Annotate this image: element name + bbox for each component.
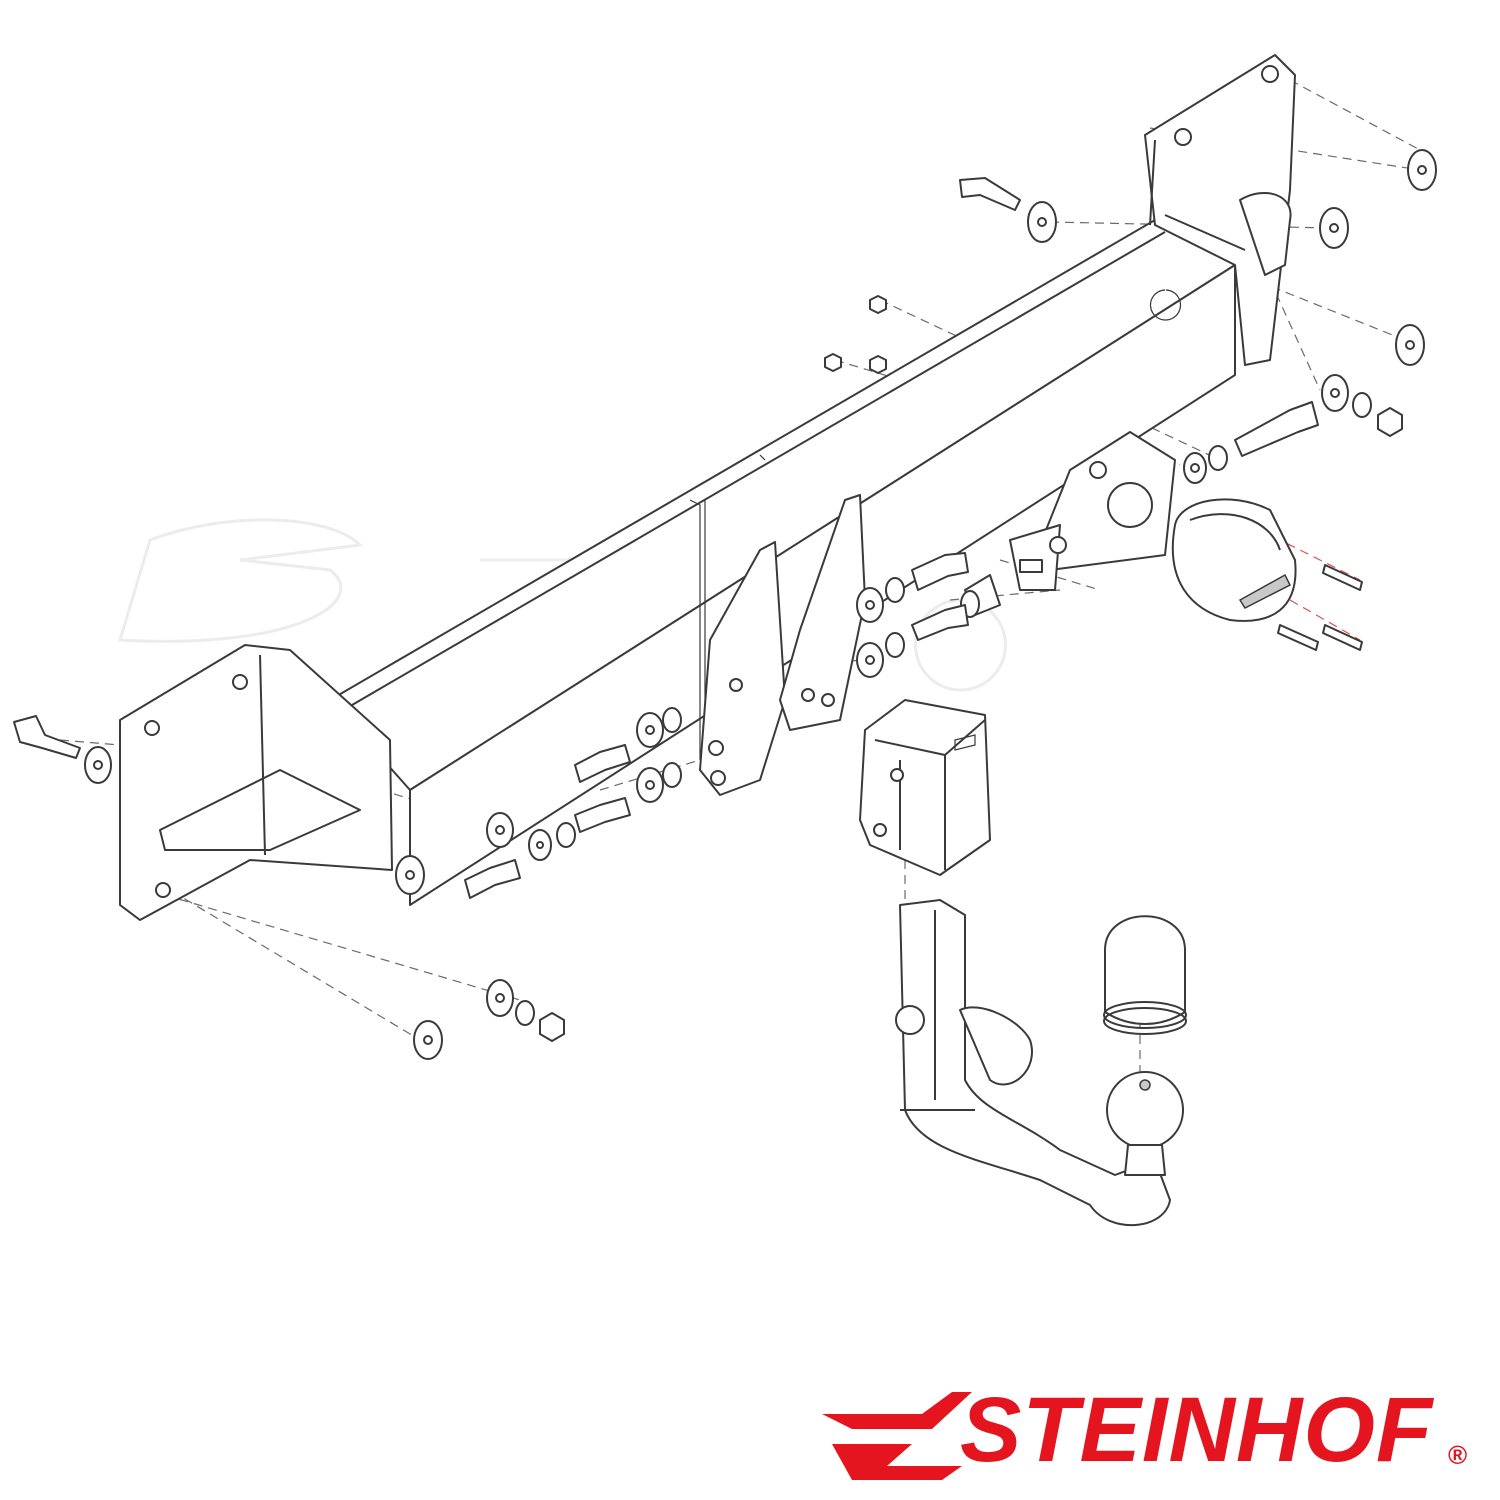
left-mounting-plate: [119, 644, 393, 921]
center-brackets: [699, 494, 866, 796]
nuts: [539, 295, 1403, 1042]
receiver-socket: [859, 699, 991, 876]
bolts: [13, 177, 1363, 899]
electrical-socket: [1171, 498, 1297, 622]
steinhof-logo: STEINHOF ®: [812, 1378, 1492, 1488]
detachable-ball-neck: [895, 899, 1184, 1226]
steinhof-logo-swoosh: [822, 1392, 972, 1480]
socket-bracket: [1009, 431, 1176, 591]
brand-name: STEINHOF: [960, 1379, 1434, 1481]
ball-cover-cap: [1103, 915, 1187, 1035]
right-mounting-plate: [1144, 54, 1296, 366]
washers: [84, 149, 1437, 1060]
registered-mark: ®: [1448, 1440, 1468, 1470]
spacer-sleeves: [960, 574, 1001, 618]
